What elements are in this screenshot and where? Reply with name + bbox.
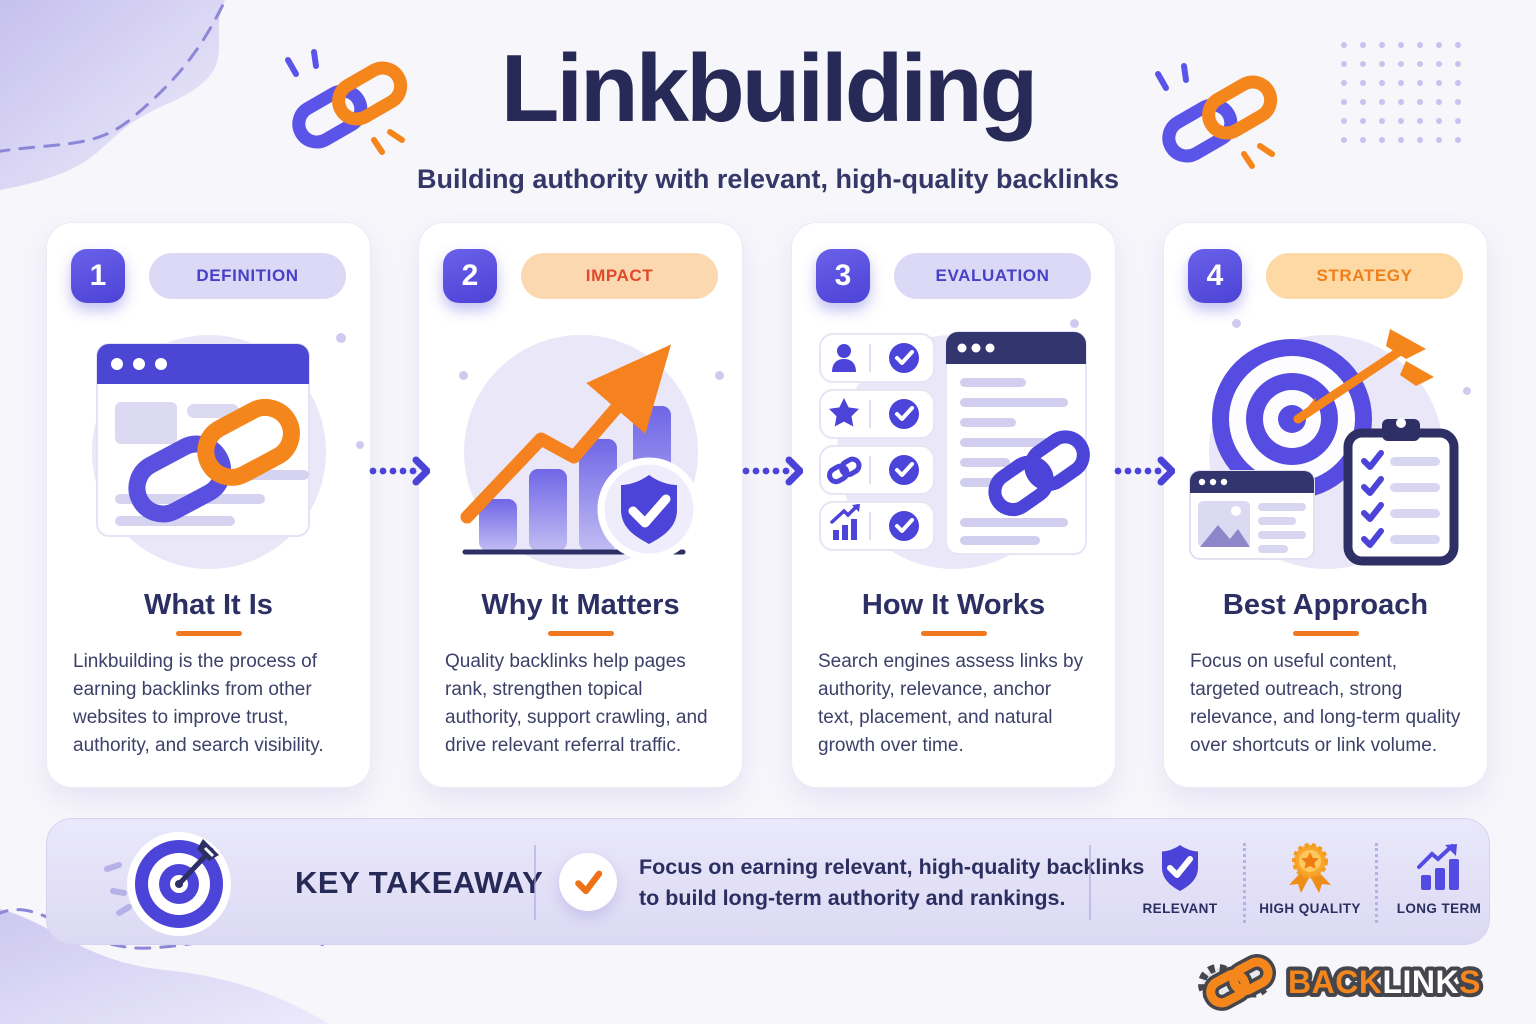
card-body-text: Linkbuilding is the process of earning b… <box>73 651 324 756</box>
card-heading: What It Is <box>144 589 273 621</box>
feature-label: HIGH QUALITY <box>1259 901 1361 916</box>
feature-label: RELEVANT <box>1142 901 1218 916</box>
card-body-text: Quality backlinks help pages rank, stren… <box>445 651 708 756</box>
check-icon <box>559 853 617 911</box>
card-heading: Best Approach <box>1222 589 1429 621</box>
heading-underline <box>920 631 987 636</box>
key-takeaway-label: KEY TAKEAWAY <box>295 865 544 900</box>
takeaway-line-1: Focus on earning relevant, high-quality … <box>639 855 1145 879</box>
category-badge: IMPACT <box>521 253 718 299</box>
step-number-badge: 3 <box>816 249 870 303</box>
divider <box>534 845 536 920</box>
heading-underline <box>175 631 242 636</box>
evaluation-illustration <box>792 311 1115 583</box>
page-subtitle: Building authority with relevant, high-q… <box>416 164 1120 194</box>
svg-text:BACKLINKS: BACKLINKS <box>1288 964 1481 1000</box>
step-number-badge: 4 <box>1188 249 1242 303</box>
card-body-text: Focus on useful content, targeted outrea… <box>1190 651 1461 756</box>
heading-underline <box>547 631 614 636</box>
card-heading: How It Works <box>861 589 1046 621</box>
feature-high-quality: HIGH QUALITY <box>1250 841 1370 916</box>
impact-illustration <box>419 311 742 583</box>
flow-arrow-icon <box>1114 456 1175 486</box>
heading-underline <box>1292 631 1359 636</box>
key-takeaway-text: Focus on earning relevant, high-quality … <box>639 852 1144 914</box>
definition-illustration <box>47 311 370 583</box>
target-clipboard-illustration-icon <box>1188 329 1458 566</box>
chain-link-icon <box>1155 63 1278 169</box>
strategy-illustration <box>1164 311 1487 583</box>
backlinks-logo: BACKLINKS <box>1192 950 1502 1012</box>
dot-grid-decoration <box>1341 42 1474 156</box>
dotted-divider <box>1375 843 1378 923</box>
logo-text-back: BACK <box>1288 964 1382 1000</box>
chain-gear-icon <box>1198 954 1277 1011</box>
shield-check-icon <box>1162 845 1198 891</box>
takeaway-line-2: to build long-term authority and ranking… <box>639 886 1066 910</box>
feature-label: LONG TERM <box>1396 901 1482 916</box>
divider <box>1089 845 1091 920</box>
card-evaluation: 3 EVALUATION <box>791 222 1116 788</box>
card-impact: 2 IMPACT Why It Matters <box>418 222 743 788</box>
flow-arrow-icon <box>742 456 803 486</box>
criteria-document-illustration-icon <box>818 331 1090 555</box>
key-takeaway-bar: KEY TAKEAWAY Focus on earning relevant, … <box>46 818 1490 945</box>
card-heading: Why It Matters <box>481 589 680 621</box>
card-strategy: 4 STRATEGY <box>1163 222 1488 788</box>
target-dart-icon <box>104 832 231 936</box>
logo-text-link: LINK <box>1382 964 1459 1000</box>
logo-text-s: S <box>1459 964 1481 1000</box>
feature-long-term: LONG TERM <box>1379 841 1499 916</box>
card-body-text: Search engines assess links by authority… <box>818 651 1084 756</box>
growth-chart-icon <box>1417 844 1459 890</box>
category-badge: DEFINITION <box>149 253 346 299</box>
dotted-divider <box>1243 843 1246 923</box>
chain-link-icon <box>285 49 408 155</box>
step-number-badge: 2 <box>443 249 497 303</box>
feature-relevant: RELEVANT <box>1120 841 1240 916</box>
page-title: Linkbuilding <box>500 35 1039 142</box>
category-badge: EVALUATION <box>894 253 1091 299</box>
browser-chain-illustration-icon <box>95 343 310 537</box>
flow-arrow-icon <box>369 456 430 486</box>
category-badge: STRATEGY <box>1266 253 1463 299</box>
growth-chart-shield-illustration-icon <box>460 344 700 561</box>
medal-icon <box>1289 843 1331 893</box>
card-definition: 1 DEFINITION What It Is Linkbuilding is … <box>46 222 371 788</box>
step-number-badge: 1 <box>71 249 125 303</box>
